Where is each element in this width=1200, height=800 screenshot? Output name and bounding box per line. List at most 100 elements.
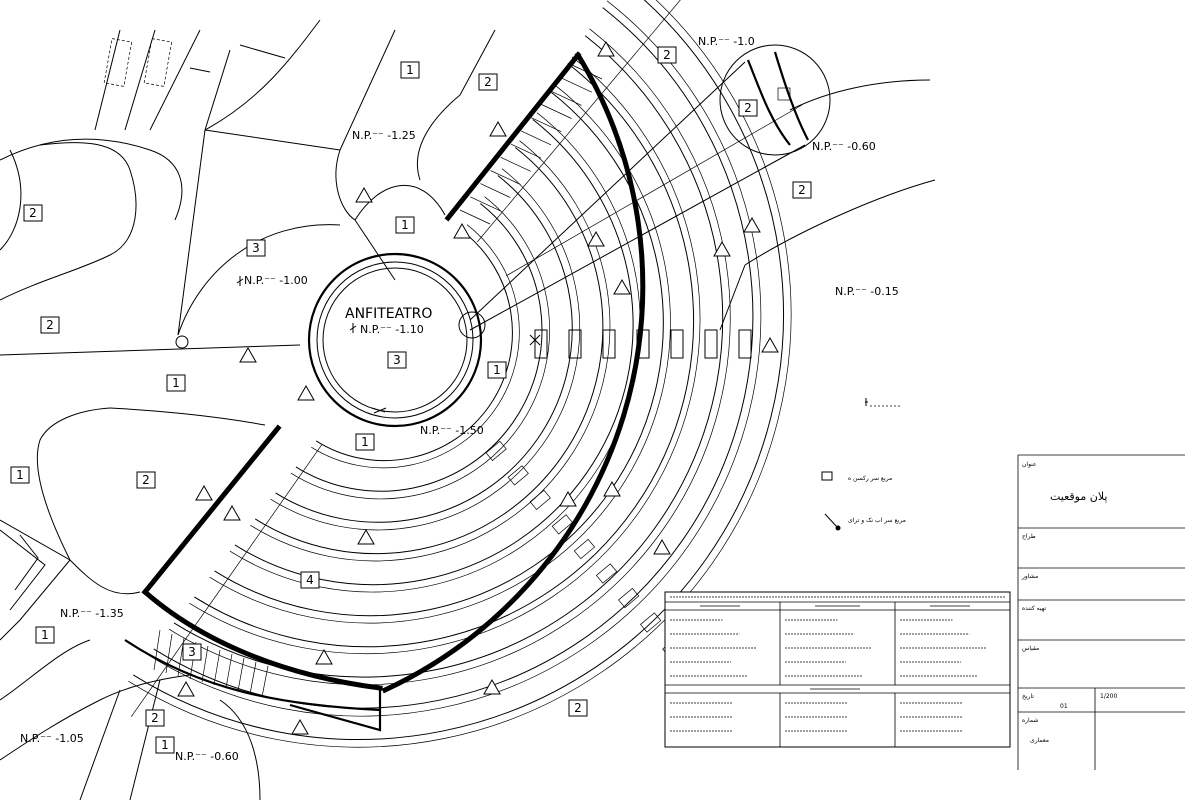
- zone-label: 1: [493, 363, 501, 377]
- zone-label: 2: [29, 206, 37, 220]
- aisle-step-lower: [551, 514, 573, 535]
- zone-box: [182, 643, 202, 661]
- radial-line: [477, 0, 681, 243]
- stair-tread: [459, 209, 491, 225]
- zone-box: [568, 699, 588, 717]
- aisle-step: [670, 329, 684, 359]
- stair-tread: [213, 649, 221, 686]
- seating-row-inner: [189, 56, 701, 655]
- zone-label: 2: [798, 183, 806, 197]
- zone-box: [478, 73, 498, 91]
- seating-row-outer: [254, 147, 604, 555]
- level-label-1: N.P.⁻⁻ -1.25: [352, 129, 416, 142]
- stairs-bottom: [153, 629, 269, 698]
- zone-box: [355, 433, 375, 451]
- stair-tread: [249, 661, 257, 695]
- zone-box: [145, 709, 165, 727]
- stair-tread: [561, 77, 592, 93]
- section-marker-triangle: [483, 678, 501, 695]
- drain-markers: [371, 334, 841, 531]
- zone-box: [155, 736, 175, 754]
- zone-box: [300, 571, 320, 589]
- stair-tread: [261, 665, 269, 698]
- zone-label: 1: [361, 435, 369, 449]
- stair-tread: [571, 64, 603, 80]
- zone-box: [35, 626, 55, 644]
- section-marker-triangle: [559, 490, 577, 507]
- title-block-label-5: مقیاس: [1022, 645, 1039, 652]
- section-marker-triangle: [613, 278, 631, 295]
- section-marker-triangle: [297, 384, 315, 401]
- section-marker-triangle: [597, 40, 615, 57]
- title-block-label-1: عنوان: [1022, 461, 1037, 468]
- section-marker-triangle: [177, 680, 195, 697]
- stair-tread: [500, 156, 531, 172]
- stair-tread: [531, 117, 562, 133]
- section-marker-triangle: [603, 480, 621, 497]
- title-block-project: پلان موقعیت: [1050, 490, 1107, 503]
- aisle-step-lower: [618, 587, 640, 609]
- stair-tread: [510, 143, 542, 159]
- aisle-step-lower: [507, 465, 529, 486]
- amphitheatre-title: ANFITEATRO: [345, 306, 432, 322]
- seating-row-outer: [234, 119, 634, 586]
- section-marker-triangle: [743, 216, 761, 233]
- seating-row-inner: [229, 112, 641, 593]
- zone-box: [10, 466, 30, 484]
- section-marker-triangle: [195, 484, 213, 501]
- detail-callout: [469, 44, 831, 331]
- zone-label: 1: [401, 218, 409, 232]
- site-contours: [0, 19, 936, 800]
- perimeter-walls: [124, 51, 646, 732]
- level-label-7: N.P.⁻⁻ -0.15: [835, 285, 899, 298]
- zone-box: [40, 316, 60, 334]
- stair-tread: [551, 91, 582, 106]
- stage-level: N.P.⁻⁻ -1.10: [360, 323, 424, 336]
- zone-box: [657, 46, 677, 64]
- section-marker-triangle: [453, 222, 471, 239]
- aisle-step: [704, 329, 718, 359]
- zone-label: 1: [16, 468, 24, 482]
- zone-label: 2: [663, 48, 671, 62]
- zone-label: 2: [574, 701, 582, 715]
- section-marker-triangle: [355, 186, 373, 203]
- level-label-8: N.P.⁻⁻ -0.60: [812, 140, 876, 153]
- section-marker-triangle: [291, 718, 309, 735]
- zone-label: 3: [252, 241, 260, 255]
- seating-row-inner: [250, 140, 611, 562]
- level-labels: N.P.⁻⁻ -1.25 N.P.⁻⁻ -1.00 N.P.⁻⁻ -1.50 N…: [20, 35, 899, 763]
- stair-tread: [201, 645, 209, 683]
- zone-label: 3: [188, 645, 196, 659]
- zone-box: [738, 99, 758, 117]
- specification-table: [664, 591, 1011, 748]
- zone-box: [395, 216, 415, 234]
- zone-box: [136, 471, 156, 489]
- zone-label: 1: [406, 63, 414, 77]
- radial-line: [505, 104, 803, 277]
- zone-box: [246, 239, 266, 257]
- zone-label: 2: [142, 473, 150, 487]
- legend: مربع سر رکسن ه مربع سر اب نک و ترای: [848, 398, 906, 524]
- central-stage: ANFITEATRO N.P.⁻⁻ -1.10 3: [175, 252, 486, 428]
- section-marker-triangle: [239, 346, 257, 363]
- section-marker-triangle: [587, 230, 605, 247]
- stair-tread: [470, 196, 501, 212]
- stair-tread: [225, 653, 233, 689]
- title-block-number: 01: [1060, 703, 1068, 710]
- level-label-3: N.P.⁻⁻ -1.50: [420, 424, 484, 437]
- stairs-top: [459, 64, 603, 225]
- aisle-step: [738, 329, 752, 359]
- zone-box: [487, 361, 507, 379]
- zone-label: 1: [161, 738, 169, 752]
- zone-box: [400, 61, 420, 79]
- radial-line: [130, 444, 322, 718]
- aisle-step: [602, 329, 616, 359]
- seating-row-outer: [315, 231, 513, 462]
- zone-label: 2: [46, 318, 54, 332]
- aisle-step: [534, 329, 548, 359]
- zone-label: 2: [744, 101, 752, 115]
- stair-tread: [153, 629, 161, 671]
